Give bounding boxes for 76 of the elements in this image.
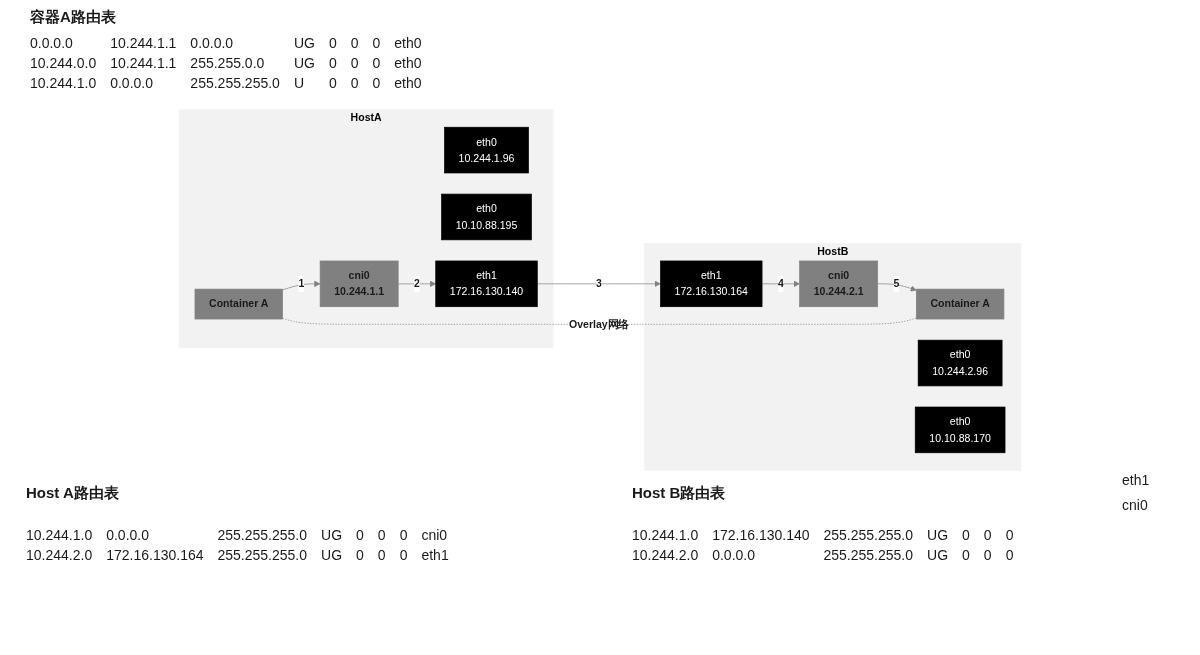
node-box: cni0 10.244.2.1 [799,260,878,308]
table-cell: 0 [328,33,351,53]
table-cell: 0 [983,525,1006,545]
table-cell-text: 10.244.2.0 [26,546,94,565]
table-cell-text: 255.255.255.0 [217,546,309,565]
table-cell-text: cni0 [421,526,449,545]
node-box: Container A [194,288,283,320]
node-box: eth0 10.244.1.96 [444,126,529,174]
table-cell-text: 0 [1005,526,1015,545]
table-cell: 172.16.130.140 [712,525,824,545]
table-cell-text: 0.0.0.0 [190,34,235,53]
table-heading: 容器A路由表 [30,8,116,27]
table-cell-text: 255.255.255.0 [823,526,915,545]
table-cell-text: 255.255.255.0 [190,74,281,93]
table-cell: 0 [983,545,1006,565]
edge-label: 3 [595,277,602,290]
edge-label: Overlay网络 [568,317,629,330]
table-cell-text: eth0 [394,34,423,53]
table-heading: Host B路由表 [632,484,726,503]
table-cell: UG [321,545,357,565]
node-box: eth0 10.10.88.195 [441,193,532,241]
connector [282,317,917,325]
table-cell: 0 [328,53,351,73]
table-cell: UG [293,53,329,73]
edge-label: 2 [414,277,420,290]
node-box: eth0 10.244.2.96 [917,339,1003,387]
table-cell: 0.0.0.0 [712,545,824,565]
edge-label: 4 [777,277,784,290]
node-box: eth0 10.10.88.170 [914,406,1006,454]
edge-label: 1 [298,277,305,290]
table-cell-text: eth1 [421,546,450,565]
node-box: cni0 10.244.1.1 [319,260,399,308]
table-cell-text: 10.244.0.0 [30,54,98,73]
node-box: Container A [915,288,1005,320]
table-cell-text: eth0 [394,74,423,93]
table-cell-text: 0 [399,526,409,545]
table-cell: 0 [962,525,984,545]
node-box: eth1 172.16.130.140 [435,260,538,308]
table-cell: UG [927,545,963,565]
table-cell-text: 0 [350,74,360,93]
table-cell-text: 0 [399,546,409,565]
table-cell: 0 [372,33,395,53]
table-cell-text: 0.0.0.0 [30,34,74,53]
table-cell: 0.0.0.0 [110,73,191,93]
node-box: eth1 172.16.130.164 [660,260,763,308]
table-cell: 10.244.1.0 [26,525,107,545]
table-cell: 0 [356,545,378,565]
table-cell: 10.244.1.1 [110,33,191,53]
table-cell: 0 [377,525,400,545]
table-cell-text: 0 [350,34,360,53]
table-cell: 10.244.1.1 [110,53,191,73]
table-cell-text: 0 [1005,546,1015,565]
table-cell: 10.244.2.0 [632,545,713,565]
table-cell: 0 [372,73,395,93]
table-cell: 0 [356,525,378,545]
table-cell: 0 [377,545,400,565]
table-heading: Host A路由表 [26,484,119,503]
table-cell-text: 255.255.255.0 [823,546,915,565]
table-cell: UG [293,33,329,53]
table-cell: eth1 [1122,472,1150,488]
edge-label: 5 [893,277,900,290]
table-cell: 0 [962,545,984,565]
table-cell: 10.244.1.0 [30,73,111,93]
table-cell-text: 0 [350,54,360,73]
table-cell: 172.16.130.164 [106,545,218,565]
table-cell: UG [321,525,357,545]
table-cell-text: eth0 [394,54,423,73]
table-cell-text: 255.255.255.0 [217,526,309,545]
table-cell: UG [927,525,963,545]
table-cell: 0.0.0.0 [106,525,218,545]
table-cell: U [293,73,329,93]
table-cell: 0 [328,73,351,93]
table-cell-text: cni0 [1122,497,1149,513]
table-cell-text: 255.255.0.0 [190,54,266,73]
table-cell: 0 [372,53,395,73]
table-cell-text: 10.244.1.0 [632,526,700,545]
